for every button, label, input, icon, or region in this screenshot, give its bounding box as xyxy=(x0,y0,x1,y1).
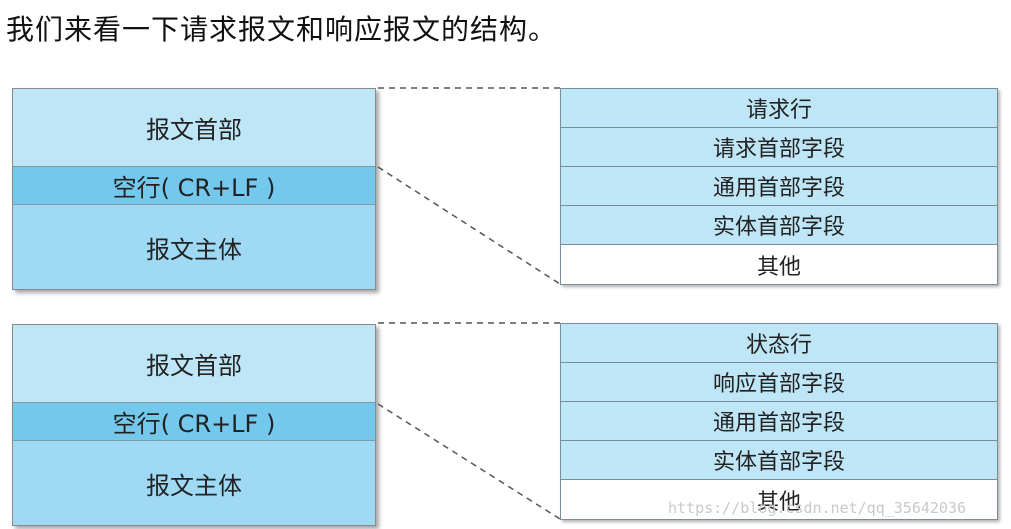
other-row: 其他 xyxy=(561,480,997,519)
response-message-blank-line: 空行( CR+LF ) xyxy=(13,403,375,441)
request-message-body: 报文主体 xyxy=(13,205,375,289)
request-message-box: 报文首部 空行( CR+LF ) 报文主体 xyxy=(12,88,376,290)
request-bottom-connector xyxy=(377,166,561,285)
response-header-fields-row: 响应首部字段 xyxy=(561,363,997,402)
other-row: 其他 xyxy=(561,245,997,284)
watermark-url: https://blog.csdn.net/qq_35642036 xyxy=(668,499,967,517)
request-header-fields-row: 请求首部字段 xyxy=(561,128,997,167)
response-message-body: 报文主体 xyxy=(13,441,375,525)
request-header-detail: 请求行 请求首部字段 通用首部字段 实体首部字段 其他 xyxy=(560,88,998,285)
response-message-header: 报文首部 xyxy=(13,325,375,403)
general-header-fields-row: 通用首部字段 xyxy=(561,167,997,206)
intro-text: 我们来看一下请求报文和响应报文的结构。 xyxy=(6,13,558,46)
status-line-row: 状态行 xyxy=(561,324,997,363)
request-message-header: 报文首部 xyxy=(13,89,375,167)
response-bottom-connector xyxy=(377,403,561,520)
request-message-blank-line: 空行( CR+LF ) xyxy=(13,167,375,205)
response-header-detail: 状态行 响应首部字段 通用首部字段 实体首部字段 其他 xyxy=(560,323,998,520)
entity-header-fields-row: 实体首部字段 xyxy=(561,441,997,480)
entity-header-fields-row: 实体首部字段 xyxy=(561,206,997,245)
request-line-row: 请求行 xyxy=(561,89,997,128)
response-message-box: 报文首部 空行( CR+LF ) 报文主体 xyxy=(12,324,376,526)
general-header-fields-row: 通用首部字段 xyxy=(561,402,997,441)
